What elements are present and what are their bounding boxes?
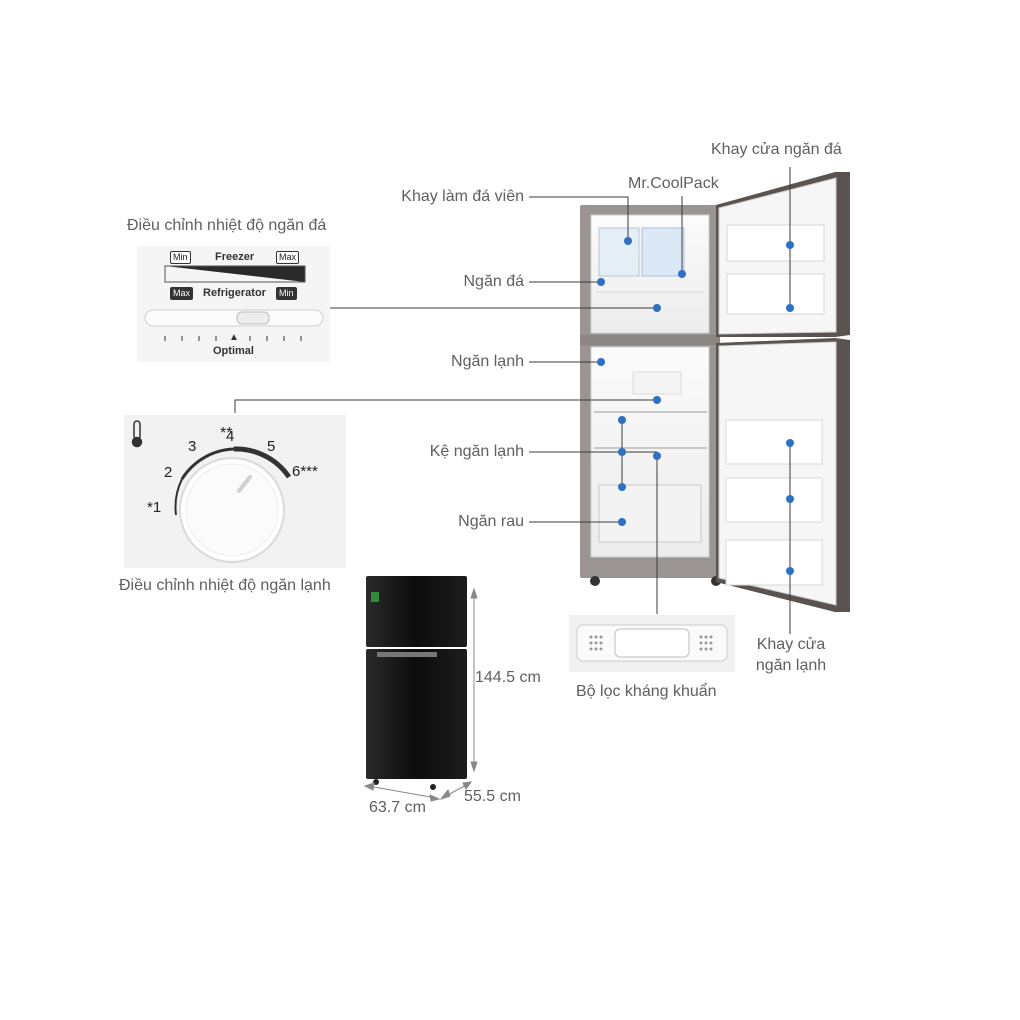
dial-mark-5: 5: [267, 438, 276, 455]
dial-mark-3: 3: [188, 438, 197, 455]
optimal-text: Optimal: [213, 345, 254, 357]
dial-mark-6: 6***: [292, 463, 318, 480]
dot-freezer-door-1: [786, 241, 794, 249]
label-fridge-door-tray-2: ngăn lạnh: [755, 657, 827, 674]
dial-mark-2: 2: [164, 464, 173, 481]
max-tag: Max: [276, 251, 300, 264]
label-fridge-control: Điều chỉnh nhiệt độ ngăn lạnh: [119, 577, 331, 594]
label-coolpack: Mr.CoolPack: [628, 175, 719, 192]
label-ice-tray: Khay làm đá viên: [401, 188, 524, 205]
dot-filter: [653, 452, 661, 460]
dot-fridge: [597, 358, 605, 366]
dot-fridge-door-2: [786, 495, 794, 503]
open-fridge: [580, 205, 721, 586]
dimension-width: 63.7 cm: [369, 799, 426, 816]
dot-shelf-2: [618, 448, 626, 456]
dot-freezer-door-2: [786, 304, 794, 312]
label-freezer-door-tray: Khay cửa ngăn đá: [711, 141, 842, 158]
refrigerator-text: Refrigerator: [203, 287, 266, 299]
label-fridge-shelf: Kệ ngăn lạnh: [429, 443, 524, 460]
dial-mark-1: *1: [147, 499, 162, 516]
freezer-door: [716, 172, 850, 337]
dot-vegetable: [618, 518, 626, 526]
dial-mark-4: 4: [226, 428, 235, 445]
label-freezer-control: Điều chỉnh nhiệt độ ngăn đá: [127, 217, 327, 234]
min-tag-bottom: Min: [276, 287, 297, 300]
dot-freezer: [597, 278, 605, 286]
dial-stars-top: **: [220, 425, 233, 442]
min-tag: Min: [170, 251, 191, 264]
label-fridge: Ngăn lạnh: [451, 353, 524, 370]
label-filter: Bộ lọc kháng khuẩn: [576, 683, 717, 700]
fridge-door: [716, 338, 850, 612]
dot-shelf-3: [618, 483, 626, 491]
label-fridge-door-tray-1: Khay cửa: [756, 636, 826, 653]
freezer-control-panel: Min Freezer Max Max Refrigerator Min ▲ O…: [137, 246, 330, 362]
dimension-height: 144.5 cm: [475, 669, 541, 686]
callout-dots: [597, 237, 794, 575]
dimension-lines: [363, 587, 478, 802]
thermometer-icon: [131, 420, 143, 448]
label-freezer: Ngăn đá: [463, 273, 525, 290]
dot-fridge-door-1: [786, 439, 794, 447]
dot-shelf-1: [618, 416, 626, 424]
dimension-depth: 55.5 cm: [464, 788, 521, 805]
max-tag-bottom: Max: [170, 287, 194, 300]
filter-graphic: [576, 624, 728, 662]
dot-ice-tray: [624, 237, 632, 245]
dot-fridge-control: [653, 396, 661, 404]
freezer-wedge: [144, 265, 324, 341]
dot-freezer-control: [653, 304, 661, 312]
fridge-dial-panel: *1 2 3 ** 4 5 6***: [124, 415, 346, 568]
closed-fridge: [366, 576, 467, 790]
dial-graphic: [131, 420, 292, 563]
dot-coolpack: [678, 270, 686, 278]
freezer-text: Freezer: [215, 251, 255, 263]
dot-fridge-door-3: [786, 567, 794, 575]
label-vegetable: Ngăn rau: [458, 513, 524, 530]
antibacterial-filter-panel: [569, 615, 735, 672]
optimal-marker: ▲: [229, 332, 239, 343]
